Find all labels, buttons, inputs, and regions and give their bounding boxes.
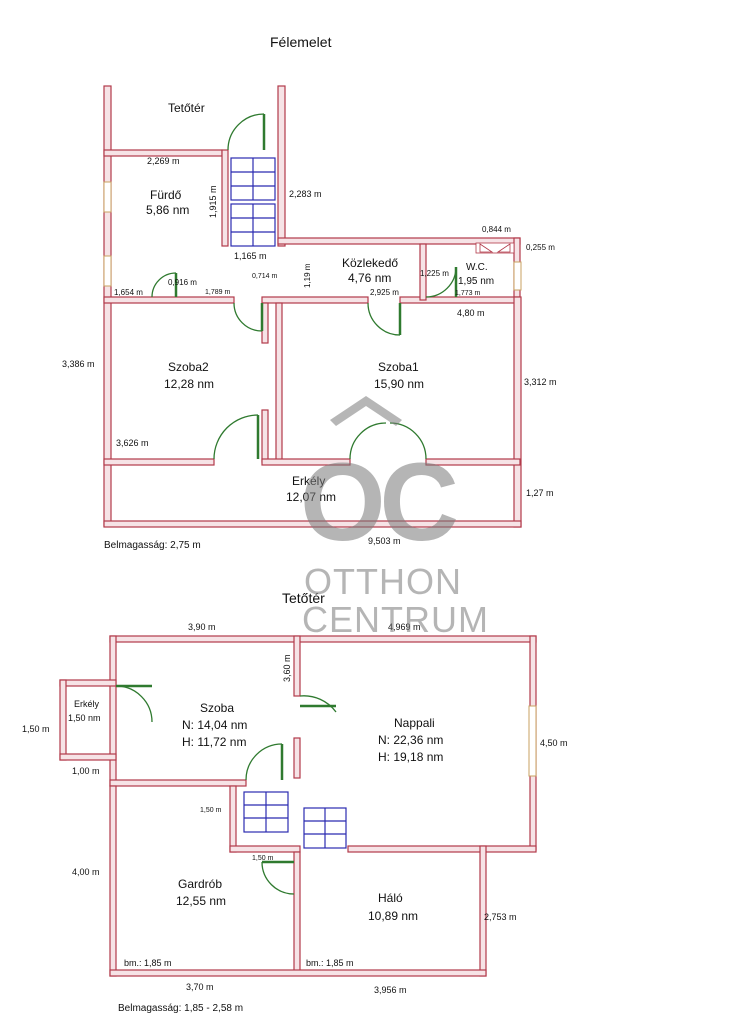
room-tetoter-upper: Tetőtér	[168, 101, 205, 115]
dim-label: 3,312 m	[524, 377, 557, 387]
room-gardrob-name: Gardrób	[178, 877, 222, 891]
dim-label: 1,50 m	[22, 724, 50, 734]
room-erkely-upper-area: 12,07 nm	[286, 490, 336, 504]
dim-label: 2,269 m	[147, 156, 180, 166]
dim-label: 3,956 m	[374, 985, 407, 995]
dim-label: 1,654 m	[114, 288, 143, 297]
upper-room-labels: Tetőtér Fürdő 5,86 nm Közlekedő 4,76 nm …	[146, 101, 494, 504]
dim-label: 2,283 m	[289, 189, 322, 199]
dim-label: 1,773 m	[455, 290, 480, 297]
room-erkely-lower-area: 1,50 nm	[68, 713, 101, 723]
dim-label: 1,50 m	[252, 855, 274, 862]
dim-label: 4,969 m	[388, 622, 421, 632]
upper-dimensions: 2,269 m 1,915 m 2,283 m 1,165 m 0,844 m …	[62, 156, 557, 546]
room-nappali-name: Nappali	[394, 716, 435, 730]
watermark-oc: OC	[300, 441, 457, 564]
room-szoba1-area: 15,90 nm	[374, 377, 424, 391]
upper-stairs	[230, 157, 276, 247]
room-szoba1-name: Szoba1	[378, 360, 419, 374]
room-halo-area: 10,89 nm	[368, 909, 418, 923]
dim-label: 3,70 m	[186, 982, 214, 992]
watermark-line1: OTTHON	[304, 561, 462, 602]
room-wc-area: 1,95 nm	[458, 276, 494, 287]
lower-windows	[528, 705, 537, 777]
lower-title: Tetőtér	[282, 590, 325, 606]
dim-label: 4,00 m	[72, 867, 100, 877]
dim-label: 9,503 m	[368, 536, 401, 546]
room-wc-name: W.C.	[466, 262, 488, 273]
wc-fixture	[475, 242, 515, 254]
dim-label: 1,50 m	[200, 807, 222, 814]
dim-label: 3,626 m	[116, 438, 149, 448]
room-furdo-area: 5,86 nm	[146, 203, 189, 217]
room-erkely-lower-name: Erkély	[74, 699, 100, 709]
dim-label: 0,844 m	[482, 225, 511, 234]
dim-label: 1,225 m	[420, 269, 449, 278]
lower-room-labels: Erkély 1,50 nm Szoba N: 14,04 nm H: 11,7…	[68, 699, 443, 923]
room-gardrob-area: 12,55 nm	[176, 894, 226, 908]
dim-label: 4,50 m	[540, 738, 568, 748]
dim-label: 1,27 m	[526, 488, 554, 498]
room-kozlekedo-area: 4,76 nm	[348, 271, 391, 285]
room-furdo-name: Fürdő	[150, 188, 182, 202]
room-szoba2-name: Szoba2	[168, 360, 209, 374]
dim-label: 1,19 m	[303, 263, 312, 288]
dim-label: 0,255 m	[526, 243, 555, 252]
room-szoba2-area: 12,28 nm	[164, 377, 214, 391]
lower-height-note: Belmagasság: 1,85 - 2,58 m	[118, 1003, 243, 1014]
dim-label: bm.: 1,85 m	[306, 958, 354, 968]
room-szoba-h: H: 11,72 nm	[182, 735, 246, 749]
room-nappali-h: H: 19,18 nm	[378, 750, 443, 764]
watermark-line2: CENTRUM	[302, 599, 489, 640]
room-szoba-name: Szoba	[200, 701, 234, 715]
dim-label: 1,789 m	[205, 289, 230, 296]
room-szoba-n: N: 14,04 nm	[182, 718, 247, 732]
upper-title: Félemelet	[270, 34, 332, 50]
upper-doors	[151, 113, 458, 460]
dim-label: 0,916 m	[168, 278, 197, 287]
dim-label: 1,165 m	[234, 251, 267, 261]
dim-label: 3,386 m	[62, 359, 95, 369]
upper-windows	[103, 181, 522, 291]
lower-dimensions: 3,90 m 4,969 m 3,60 m 1,50 m 1,00 m 4,50…	[22, 622, 568, 995]
dim-label: 1,915 m	[208, 185, 218, 218]
room-kozlekedo-name: Közlekedő	[342, 256, 398, 270]
watermark-logo: OC OTTHON CENTRUM	[300, 396, 489, 640]
dim-label: 4,80 m	[457, 308, 485, 318]
dim-label: 3,90 m	[188, 622, 216, 632]
room-halo-name: Háló	[378, 891, 403, 905]
dim-label: 0,714 m	[252, 273, 277, 280]
upper-walls	[103, 85, 522, 528]
dim-label: bm.: 1,85 m	[124, 958, 172, 968]
lower-stairs	[243, 791, 347, 849]
upper-height-note: Belmagasság: 2,75 m	[104, 540, 201, 551]
dim-label: 2,925 m	[370, 288, 399, 297]
dim-label: 1,00 m	[72, 766, 100, 776]
lower-doors	[115, 684, 337, 895]
dim-label: 2,753 m	[484, 912, 517, 922]
room-erkely-upper-name: Erkély	[292, 474, 325, 488]
dim-label: 3,60 m	[282, 654, 292, 682]
room-nappali-n: N: 22,36 nm	[378, 733, 443, 747]
